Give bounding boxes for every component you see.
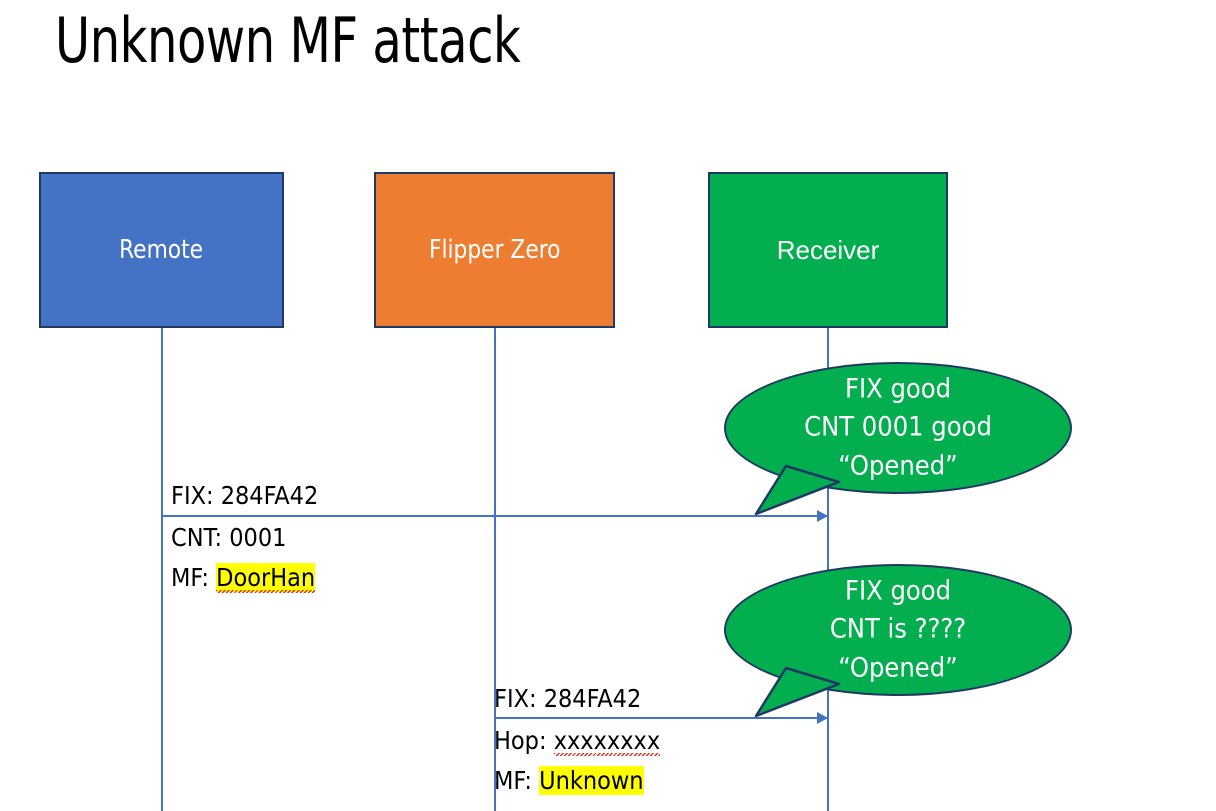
actor-box-remote[interactable]: Remote [39, 172, 284, 328]
message-1-cnt-value: 0001 [229, 523, 287, 552]
arrowhead-2 [817, 712, 828, 724]
bubble-1-tail [754, 464, 841, 516]
message-1-fix-line: FIX: 284FA42 [171, 481, 319, 510]
bubble-2-text: FIX good CNT is ???? “Opened” [724, 573, 1072, 688]
bubble-2-line-2: CNT is ???? [829, 613, 967, 645]
actor-label-remote: Remote [119, 234, 204, 265]
message-arrow-2 [494, 717, 828, 719]
actor-box-receiver[interactable]: Receiver [708, 172, 948, 328]
message-1-mf-line: MF: DoorHan [171, 558, 316, 598]
lifeline-remote [161, 328, 163, 811]
page-title: Unknown MF attack [55, 4, 521, 77]
bubble-1-line-1: FIX good [844, 373, 952, 405]
message-2-mf-value: Unknown [539, 765, 644, 795]
lifeline-flipper-zero [494, 328, 496, 811]
bubble-1-line-2: CNT 0001 good [804, 411, 992, 443]
message-1-label-below: CNT: 0001 MF: DoorHan [171, 518, 316, 598]
message-1-cnt-line: CNT: 0001 [171, 518, 315, 558]
message-2-hop-line: Hop: xxxxxxxx [494, 721, 660, 761]
message-arrow-1 [161, 515, 828, 517]
message-2-label-below: Hop: xxxxxxxx MF: Unknown [494, 721, 660, 800]
message-2-mf-line: MF: Unknown [494, 761, 660, 801]
message-1-mf-value: DoorHan [216, 562, 316, 592]
message-1-mf-prefix: MF: [171, 562, 217, 592]
actor-label-receiver: Receiver [776, 234, 880, 265]
bubble-2-line-1: FIX good [844, 575, 952, 607]
message-2-fix-line: FIX: 284FA42 [494, 684, 642, 713]
message-2-hop-prefix: Hop: [494, 726, 554, 755]
actor-box-flipper-zero[interactable]: Flipper Zero [374, 172, 615, 328]
arrowhead-1 [817, 510, 828, 522]
message-1-cnt-prefix: CNT: [171, 523, 230, 552]
bubble-1-text: FIX good CNT 0001 good “Opened” [724, 371, 1072, 486]
bubble-1-line-3: “Opened” [838, 450, 958, 482]
bubble-2-tail [754, 666, 841, 718]
speech-bubble-2[interactable]: FIX good CNT is ???? “Opened” [724, 564, 1072, 718]
message-2-hop-value: xxxxxxxx [553, 726, 661, 755]
actor-label-flipper-zero: Flipper Zero [428, 234, 561, 265]
bubble-2-line-3: “Opened” [838, 652, 958, 684]
speech-bubble-1[interactable]: FIX good CNT 0001 good “Opened” [724, 362, 1072, 516]
message-1-label-above: FIX: 284FA42 [171, 476, 318, 516]
message-2-label-above: FIX: 284FA42 [494, 679, 641, 719]
message-2-mf-prefix: MF: [494, 765, 540, 795]
